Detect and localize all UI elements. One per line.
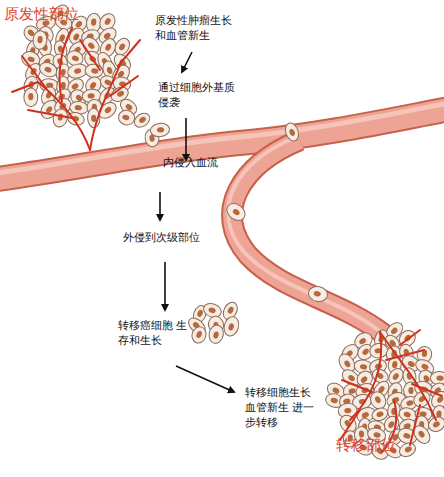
cancer-cell	[132, 110, 153, 130]
cancer-cell	[307, 285, 329, 303]
cancer-cell	[24, 88, 38, 107]
step-label: 转移癌细胞 生存和生长	[118, 318, 188, 348]
blood-vessel	[0, 102, 444, 335]
cancer-cell	[84, 63, 103, 78]
cancer-cell	[190, 325, 208, 345]
cancer-cell	[117, 109, 136, 127]
step-label: 原发性肿瘤生长 和血管新生	[155, 13, 241, 43]
capillaries	[12, 28, 442, 452]
cancer-cell	[32, 30, 48, 50]
step-label: 外侵到次级部位	[123, 230, 223, 245]
cancer-cell	[224, 200, 249, 224]
step-label: 通过细胞外基质 侵袭	[158, 80, 244, 110]
step-label: 内侵入血流	[163, 155, 243, 170]
cancer-cells	[20, 2, 444, 463]
cancer-cell	[150, 122, 171, 137]
site-label: 转移部位	[336, 435, 436, 457]
cancer-cell	[369, 342, 389, 359]
cancer-cell	[222, 315, 241, 338]
cancer-cell	[207, 324, 225, 345]
cancer-cell	[397, 440, 418, 459]
site-label: 原发性部位	[4, 4, 104, 26]
step-label: 转移细胞生长 血管新生 进一步转移	[245, 385, 319, 431]
cancer-cell	[283, 121, 301, 143]
cancer-cell	[37, 60, 59, 79]
cancer-cell	[430, 371, 444, 385]
